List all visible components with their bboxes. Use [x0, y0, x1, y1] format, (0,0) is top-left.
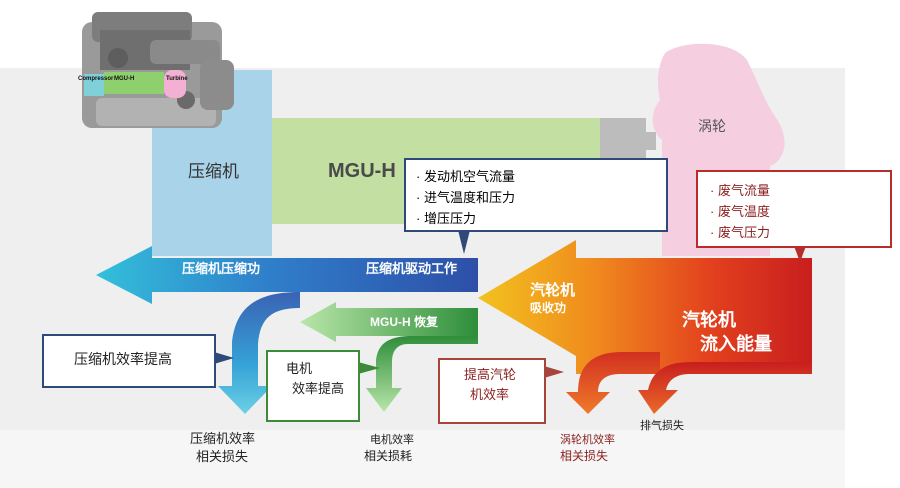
- compressor-efficiency-text: 压缩机效率提高: [74, 351, 172, 367]
- mguh-label: MGU-H: [328, 160, 396, 182]
- motor-efficiency-pointer: [358, 362, 380, 374]
- turbine-absorb-label-1: 汽轮机: [530, 282, 576, 299]
- inputs-callout-pointer: [458, 230, 470, 254]
- compressor-loss-label-2: 相关损失: [196, 449, 249, 464]
- turbine-input-label-2: 流入能量: [700, 334, 772, 354]
- exhaust-callout: · 废气流量 · 废气温度 · 废气压力: [696, 170, 892, 248]
- compressor-drive-label: 压缩机驱动工作: [366, 261, 458, 276]
- turbine-loss-label-1: 涡轮机效率: [560, 434, 615, 446]
- turbine-loss-label-2: 相关损失: [560, 449, 609, 463]
- turbine-efficiency-pointer: [544, 366, 564, 378]
- motor-loss-arrow: [366, 336, 478, 412]
- compressor-work-label: 压缩机压缩功: [182, 261, 261, 276]
- compressor-efficiency-callout: 压缩机效率提高: [42, 334, 216, 388]
- compressor-work-arrow: [96, 246, 478, 304]
- turbine-efficiency-text-2: 机效率: [470, 387, 510, 402]
- engine-label-compressor: Compressor: [78, 76, 114, 82]
- turbine-efficiency-text-1: 提高汽轮: [464, 367, 517, 382]
- turbine-efficiency-callout: 提高汽轮 机效率: [438, 358, 546, 424]
- exhaust-callout-pointer: [794, 246, 806, 262]
- engine-label-mguh: MGU-H: [114, 76, 135, 82]
- turbine-flow-arrow: [478, 240, 812, 374]
- turbine-label: 涡轮: [698, 118, 726, 134]
- engine-image: [82, 12, 234, 128]
- inputs-callout: · 发动机空气流量 · 进气温度和压力 · 增压压力: [404, 158, 668, 232]
- motor-loss-label-1: 电机效率: [370, 434, 414, 446]
- mguh-recovery-label: MGU-H 恢复: [370, 315, 438, 329]
- turbine-absorb-label-2: 吸收功: [530, 301, 567, 315]
- turbine-loss-arrow: [566, 352, 660, 414]
- inputs-callout-item: · 增压压力: [416, 211, 476, 226]
- exhaust-callout-item: · 废气流量: [710, 183, 770, 198]
- compressor-label: 压缩机: [188, 162, 239, 181]
- inputs-callout-item: · 发动机空气流量: [416, 169, 515, 184]
- mguh-recovery-arrow: [300, 302, 478, 342]
- exhaust-callout-item: · 废气温度: [710, 204, 770, 219]
- motor-loss-label-2: 相关损耗: [364, 449, 413, 463]
- inputs-callout-item: · 进气温度和压力: [416, 190, 515, 205]
- compressor-loss-label-1: 压缩机效率: [190, 431, 256, 446]
- turbine-input-label-1: 汽轮机: [682, 310, 736, 330]
- motor-efficiency-text-1: 电机: [286, 361, 313, 376]
- exhaust-loss-label: 排气损失: [640, 420, 684, 432]
- exhaust-callout-item: · 废气压力: [710, 225, 770, 240]
- compressor-loss-arrow: [218, 292, 300, 414]
- exhaust-loss-arrow: [638, 362, 812, 414]
- engine-label-turbine: Turbine: [166, 76, 188, 82]
- motor-efficiency-callout: 电机 效率提高: [266, 350, 360, 422]
- motor-efficiency-text-2: 效率提高: [292, 381, 345, 396]
- compressor-efficiency-pointer: [214, 352, 234, 364]
